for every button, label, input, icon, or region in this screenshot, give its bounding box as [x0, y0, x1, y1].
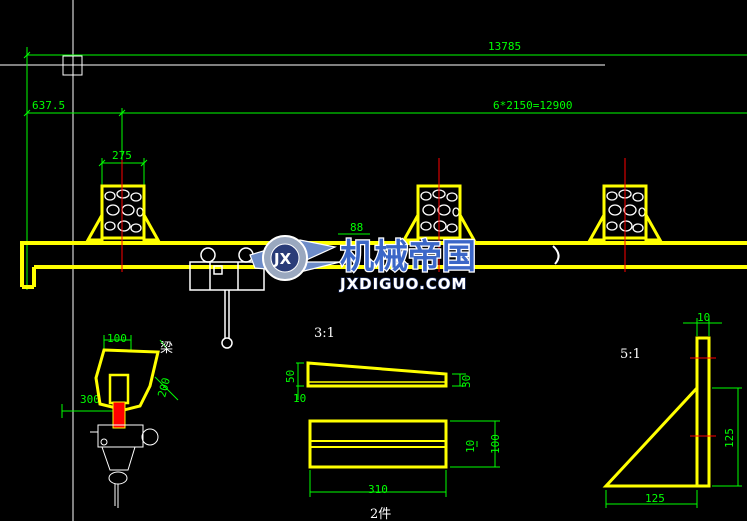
small-dim: 88 — [350, 221, 363, 234]
wedge-height-dim: 50 — [284, 370, 297, 383]
bracket-top-dim: 10 — [697, 311, 710, 324]
detail-width-dim: 100 — [107, 332, 127, 345]
quantity-label: 2件 — [370, 507, 391, 521]
plate-height-dim: 100 — [489, 434, 502, 454]
end-offset-dim: 637.5 — [32, 99, 65, 112]
clamp-assembly-3 — [587, 158, 663, 272]
detail-view: 100 200 300 梁 — [61, 332, 179, 508]
clamp-assembly-2 — [401, 158, 477, 272]
logo-badge: JX — [273, 250, 292, 268]
bracket-width-dim: 125 — [645, 492, 665, 505]
clamp-assembly-1 — [85, 160, 161, 272]
reference-lines — [0, 0, 605, 521]
clamp-width-dim: 275 — [112, 149, 132, 162]
detail-small-dim: 300 — [80, 393, 100, 406]
scale-3-1: 3:1 — [314, 326, 335, 341]
plate-length-dim: 310 — [368, 483, 388, 496]
logo-chinese: 机械帝国 — [340, 237, 476, 277]
bracket-part: 10 125 125 — [602, 311, 742, 508]
wedge-part: 50 10 30 — [284, 361, 473, 405]
overall-length-dim: 13785 — [488, 40, 521, 53]
plate-part: 310 10 100 2件 — [308, 419, 502, 521]
main-beam — [20, 241, 747, 289]
plate-thickness-dim: 10 — [464, 440, 477, 453]
detail-height-dim: 200 — [155, 376, 173, 399]
top-dimensions — [23, 47, 747, 290]
break-mark — [552, 245, 560, 265]
span-spacing-dim: 6*2150=12900 — [493, 99, 572, 112]
beam-label: 梁 — [160, 341, 173, 356]
scale-5-1: 5:1 — [620, 347, 641, 362]
bracket-height-dim: 125 — [723, 428, 736, 448]
ucs-marker — [62, 55, 83, 76]
watermark-logo: JX 机械帝国 JXDIGUO.COM — [249, 235, 477, 294]
logo-english: JXDIGUO.COM — [339, 275, 467, 293]
wedge-right-dim: 30 — [460, 375, 473, 388]
hoist — [189, 247, 265, 349]
wedge-bottom-dim: 10 — [293, 392, 306, 405]
